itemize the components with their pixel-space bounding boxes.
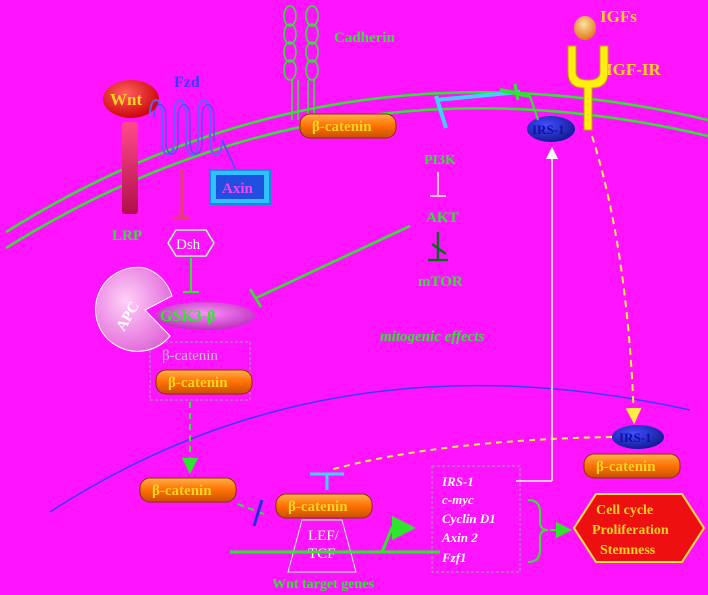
- fzd-receptor: Fzd: [149, 74, 237, 171]
- mitogenic-label: mitogenic effects: [380, 329, 484, 345]
- gene-irs1: IRS-1: [441, 474, 474, 489]
- outcome-hexagon: Cell cycle Proliferation Stemness: [572, 493, 706, 563]
- outcome-stemness: Stemness: [600, 543, 656, 558]
- lef-tcf-complex: LEF/ TCF: [287, 519, 357, 573]
- gene-fzf1: Fzf1: [441, 550, 467, 565]
- igfs-ligand: IGFs: [574, 7, 637, 40]
- nuclear-inhibitor: [310, 472, 344, 490]
- pi3k-inhibition: [434, 83, 539, 129]
- target-genes-box: IRS-1 c-myc Cyclin D1 Axin 2 Fzf1: [431, 465, 521, 573]
- catenin-right-label: β-catenin: [596, 459, 656, 475]
- irs1-to-lef-arrow: [329, 436, 613, 471]
- wnt-label: Wnt: [110, 90, 142, 109]
- axin-box: Axin: [209, 169, 271, 205]
- fzd-label: Fzd: [174, 74, 200, 91]
- gene-cmyc: c-myc: [442, 492, 474, 507]
- pi3k-label: PI3K: [424, 153, 456, 168]
- dsh-label: Dsh: [176, 237, 201, 253]
- destruction-complex: β-catenin β-catenin: [149, 341, 253, 401]
- pi3k-to-akt: [430, 172, 446, 197]
- irs1-membrane: IRS-1: [527, 116, 575, 142]
- catenin-translocation: [237, 499, 265, 527]
- irs1-translocation-arrow: [591, 135, 642, 424]
- gsk3b-node: GSK3-β: [155, 302, 255, 330]
- catenin-faded-label: β-catenin: [162, 348, 218, 364]
- dna-strand: [230, 516, 440, 554]
- gene-axin2: Axin 2: [441, 530, 478, 545]
- catenin-nucleus: β-catenin: [275, 493, 373, 519]
- irs1-feedback-arrow: [516, 147, 558, 482]
- igfs-label: IGFs: [600, 7, 637, 26]
- catenin-nucleus-label: β-catenin: [288, 499, 348, 515]
- catenin-complex-label: β-catenin: [168, 375, 228, 391]
- nuclear-membrane: [49, 384, 691, 513]
- akt-label: AKT: [426, 210, 459, 226]
- catenin-membrane-label: β-catenin: [312, 119, 372, 135]
- genes-to-outcome: [527, 499, 572, 563]
- irs1-nucleus: IRS-1: [612, 425, 664, 449]
- catenin-cytoplasm-label: β-catenin: [152, 483, 212, 499]
- mtor-label: mTOR: [418, 274, 463, 290]
- apc-protein: APC: [95, 266, 173, 352]
- wnt-target-genes-label: Wnt target genes: [272, 577, 374, 592]
- akt-to-mtor: [428, 232, 448, 262]
- igf1r-receptor: IGF-IR: [567, 45, 662, 131]
- catenin-right: β-catenin: [583, 453, 681, 479]
- cadherin-label: Cadherin: [334, 30, 396, 46]
- irs1-membrane-label: IRS-1: [532, 122, 565, 137]
- axin-label: Axin: [222, 181, 254, 197]
- irs1-nucleus-label: IRS-1: [619, 430, 652, 445]
- gsk3b-label: GSK3-β: [160, 308, 216, 325]
- gene-cyclin-d1: Cyclin D1: [442, 511, 496, 526]
- wnt-ligand: Wnt: [103, 80, 159, 118]
- catenin-membrane: β-catenin: [299, 113, 397, 139]
- fzd-dsh-link: [174, 170, 190, 220]
- outcome-cell-cycle: Cell cycle: [596, 503, 653, 518]
- outcome-proliferation: Proliferation: [592, 523, 669, 538]
- tcf-label: TCF: [308, 546, 336, 562]
- lef-label: LEF/: [308, 528, 340, 544]
- igf1r-label: IGF-IR: [606, 60, 662, 79]
- lrp-label: LRP: [112, 228, 142, 244]
- dsh-node: Dsh: [167, 229, 215, 257]
- dsh-inhibits-gsk: [183, 258, 199, 293]
- akt-inhibits-gsk: [248, 224, 411, 308]
- catenin-cytoplasm: β-catenin: [139, 477, 237, 503]
- lrp-receptor: LRP: [112, 122, 142, 244]
- cadherin-receptor: Cadherin: [283, 5, 396, 120]
